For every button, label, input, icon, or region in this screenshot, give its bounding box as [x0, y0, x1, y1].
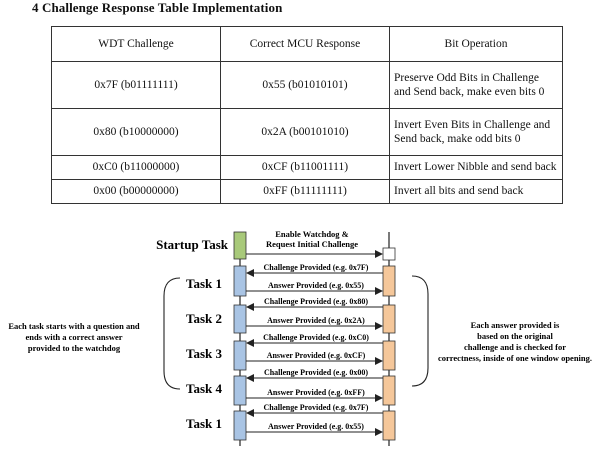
cell-response: 0xCF (b11001111) [220, 154, 390, 180]
table-row: 0x00 (b00000000) 0xFF (b11111111) Invert… [51, 178, 563, 205]
watchdog-block [382, 375, 396, 406]
task-block [233, 265, 247, 297]
challenge-label: Challenge Provided (e.g. 0x7F) [264, 263, 369, 272]
challenge-response-table: WDT Challenge Correct MCU Response Bit O… [51, 26, 563, 205]
task-block [233, 340, 247, 371]
cell-response: 0x55 (b01010101) [220, 61, 390, 109]
startup-task-label: Startup Task [156, 237, 229, 252]
sequence-diagram: Startup Task Enable Watchdog & Request I… [8, 229, 592, 446]
left-note-line: Each task starts with a question and [8, 321, 140, 331]
table-row: 0x80 (b10000000) 0x2A (b00101010) Invert… [51, 107, 563, 156]
table-row: 0x7F (b01111111) 0x55 (b01010101) Preser… [51, 61, 563, 109]
challenge-label: Challenge Provided (e.g. 0x00) [264, 368, 368, 377]
table-row: 0xC0 (b11000000) 0xCF (b11001111) Invert… [51, 154, 563, 180]
challenge-label: Challenge Provided (e.g. 0x7F) [264, 403, 369, 412]
enable-watchdog-label-line2: Request Initial Challenge [266, 239, 358, 249]
cell-operation: Preserve Odd Bits in Challenge and Send … [389, 61, 563, 109]
cell-operation: Invert Lower Nibble and send back [389, 154, 563, 180]
task-label: Task 1 [186, 276, 222, 291]
cell-operation: Invert Even Bits in Challenge and Send b… [389, 107, 563, 156]
task-block [233, 304, 247, 334]
right-note-line: based on the original [477, 331, 553, 341]
cell-challenge: 0xC0 (b11000000) [51, 154, 221, 180]
challenge-label: Challenge Provided (e.g. 0xC0) [263, 333, 369, 342]
table-header-row: WDT Challenge Correct MCU Response Bit O… [51, 26, 563, 62]
task-label: Task 1 [186, 416, 222, 431]
watchdog-start-block [382, 247, 396, 261]
cell-challenge: 0x7F (b01111111) [51, 61, 221, 109]
right-note-line: challenge and is checked for [464, 342, 566, 352]
answer-label: Answer Provided (e.g. 0x55) [268, 422, 364, 431]
header-mcu-response: Correct MCU Response [220, 26, 390, 62]
answer-label: Answer Provided (e.g. 0x2A) [267, 316, 365, 325]
watchdog-block [382, 304, 396, 334]
section-title: 4 Challenge Response Table Implementatio… [32, 0, 283, 15]
answer-label: Answer Provided (e.g. 0xCF) [267, 351, 366, 360]
right-note-line: correctness, inside of one window openin… [438, 353, 592, 363]
challenge-label: Challenge Provided (e.g. 0x80) [264, 297, 368, 306]
left-note-line: provided to the watchdog [28, 343, 121, 353]
cell-operation: Invert all bits and send back [389, 178, 563, 205]
answer-label: Answer Provided (e.g. 0xFF) [267, 388, 365, 397]
task-label: Task 4 [186, 381, 223, 396]
right-bracket [411, 275, 429, 387]
enable-watchdog-label-line1: Enable Watchdog & [275, 229, 349, 239]
task-block [233, 410, 247, 441]
watchdog-block [382, 265, 396, 297]
cell-challenge: 0x80 (b10000000) [51, 107, 221, 156]
cell-response: 0xFF (b11111111) [220, 178, 390, 205]
watchdog-block [382, 340, 396, 371]
task-label: Task 2 [186, 311, 222, 326]
cell-challenge: 0x00 (b00000000) [51, 178, 221, 205]
cell-response: 0x2A (b00101010) [220, 107, 390, 156]
startup-task-block [233, 231, 247, 260]
task-block [233, 375, 247, 406]
header-bit-operation: Bit Operation [389, 26, 563, 62]
left-bracket [163, 277, 181, 390]
header-wdt-challenge: WDT Challenge [51, 26, 221, 62]
left-note-line: ends with a correct answer [25, 332, 122, 342]
watchdog-block [382, 410, 396, 441]
answer-label: Answer Provided (e.g. 0x55) [268, 281, 364, 290]
task-label: Task 3 [186, 346, 223, 361]
right-note-line: Each answer provided is [471, 320, 560, 330]
